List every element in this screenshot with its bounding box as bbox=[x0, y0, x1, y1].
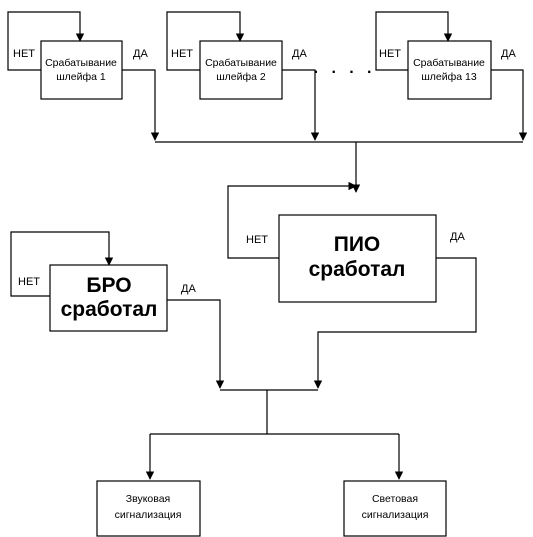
pio-no-feedback bbox=[227, 181, 357, 259]
pio-no-label: НЕТ bbox=[246, 234, 268, 246]
pio-box bbox=[278, 214, 437, 303]
loop-1-no-label: НЕТ bbox=[13, 48, 35, 60]
loop-13-label-line2: шлейфа 13 bbox=[421, 71, 476, 83]
loop-1-no-feedback bbox=[7, 11, 85, 71]
loop-2-no-label: НЕТ bbox=[171, 48, 193, 60]
pio-label-line1: ПИО bbox=[334, 233, 381, 256]
loop-1-label-line1: Срабатывание bbox=[45, 57, 117, 69]
bro-yes-label: ДА bbox=[181, 283, 196, 295]
loop-2-label-line1: Срабатывание bbox=[205, 57, 277, 69]
bro-label-line2: сработал bbox=[61, 298, 158, 321]
loop-1-box bbox=[40, 40, 123, 100]
loop-1-label-line2: шлейфа 1 bbox=[56, 71, 106, 83]
pio-yes-connector bbox=[313, 257, 477, 389]
light-alarm-box bbox=[343, 480, 447, 537]
loop-2-no-feedback bbox=[166, 11, 245, 71]
light-alarm-label-line1: Световая bbox=[372, 493, 418, 505]
loop-13-yes-label: ДА bbox=[501, 48, 516, 60]
bro-no-label: НЕТ bbox=[18, 276, 40, 288]
loop-1-yes-label: ДА bbox=[133, 48, 148, 60]
bro-box bbox=[49, 264, 168, 332]
loop-13-label-line1: Срабатывание bbox=[413, 57, 485, 69]
loop-13-no-label: НЕТ bbox=[379, 48, 401, 60]
sound-alarm-label-line1: Звуковая bbox=[126, 493, 170, 505]
pio-yes-label: ДА bbox=[450, 231, 465, 243]
light-alarm-label-line2: сигнализация bbox=[362, 509, 429, 521]
loop-2-yes-connector bbox=[282, 69, 320, 141]
pio-label-line2: сработал bbox=[309, 258, 406, 281]
loop-13-yes-connector bbox=[491, 69, 528, 141]
loop-2-label-line2: шлейфа 2 bbox=[216, 71, 266, 83]
ellipsis: · · · · bbox=[314, 64, 377, 81]
loop-13-no-feedback bbox=[375, 11, 453, 71]
bro-yes-connector bbox=[167, 299, 225, 389]
loop-1-yes-connector bbox=[122, 69, 160, 141]
loop-2-box bbox=[199, 40, 283, 100]
bro-no-feedback bbox=[10, 231, 114, 297]
loop-2-yes-label: ДА bbox=[292, 48, 307, 60]
bro-label-line1: БРО bbox=[86, 274, 131, 297]
sound-alarm-label-line2: сигнализация bbox=[115, 509, 182, 521]
loop-13-box bbox=[407, 40, 492, 100]
sound-alarm-box bbox=[96, 480, 201, 537]
